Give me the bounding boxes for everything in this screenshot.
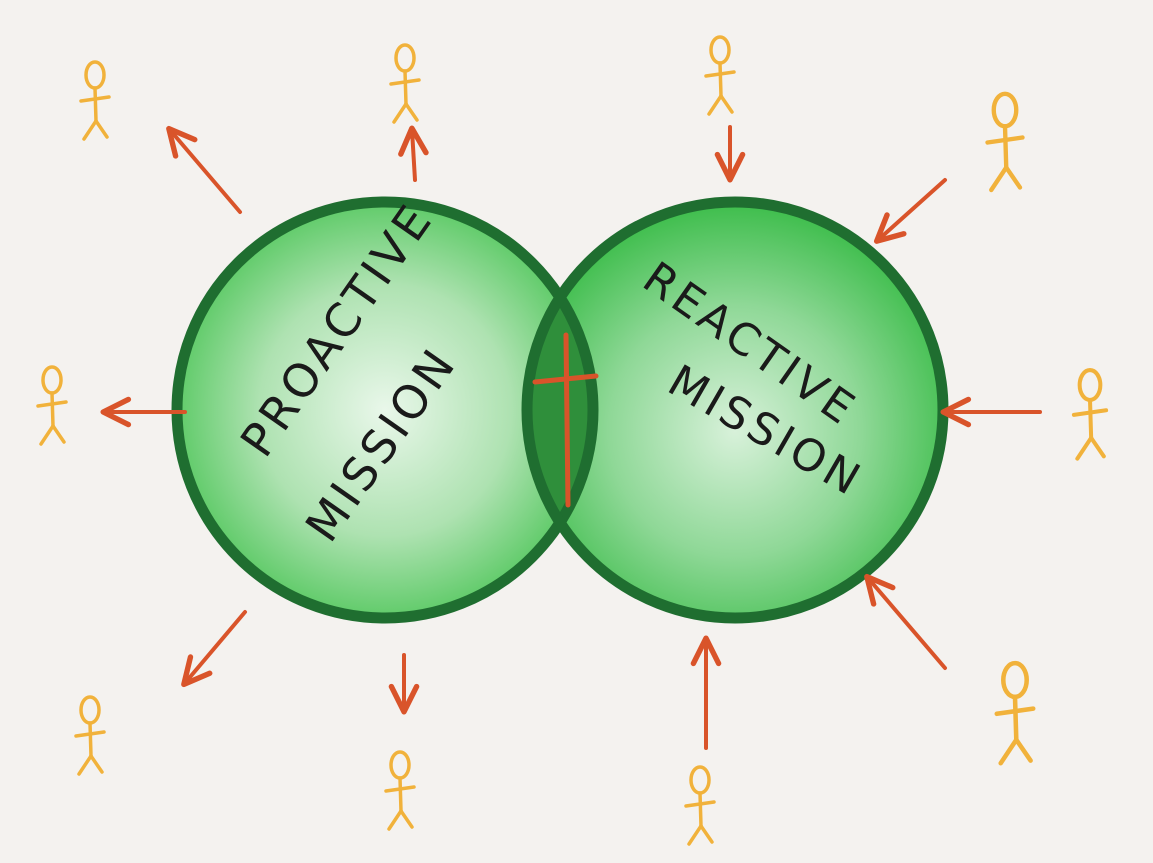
- arrow-7: [873, 178, 947, 244]
- cross-icon: [532, 332, 599, 508]
- person-icon: [1071, 368, 1109, 461]
- proactive-circle-fill: [177, 202, 593, 618]
- arrow-2: [398, 125, 429, 182]
- person-icon: [704, 35, 736, 116]
- person-icon: [384, 750, 416, 831]
- person-icon: [684, 765, 716, 846]
- arrows-group: [100, 125, 1042, 750]
- person-icon: [74, 695, 106, 776]
- people-group: [36, 35, 1109, 846]
- arrow-9: [864, 573, 947, 670]
- arrow-4: [181, 610, 247, 688]
- reactive-circle-fill: [527, 202, 943, 618]
- person-icon: [389, 43, 421, 124]
- person-icon: [79, 60, 111, 141]
- person-icon: [36, 365, 68, 446]
- arrow-1: [166, 125, 242, 214]
- person-icon: [985, 91, 1025, 193]
- person-icon: [994, 660, 1036, 766]
